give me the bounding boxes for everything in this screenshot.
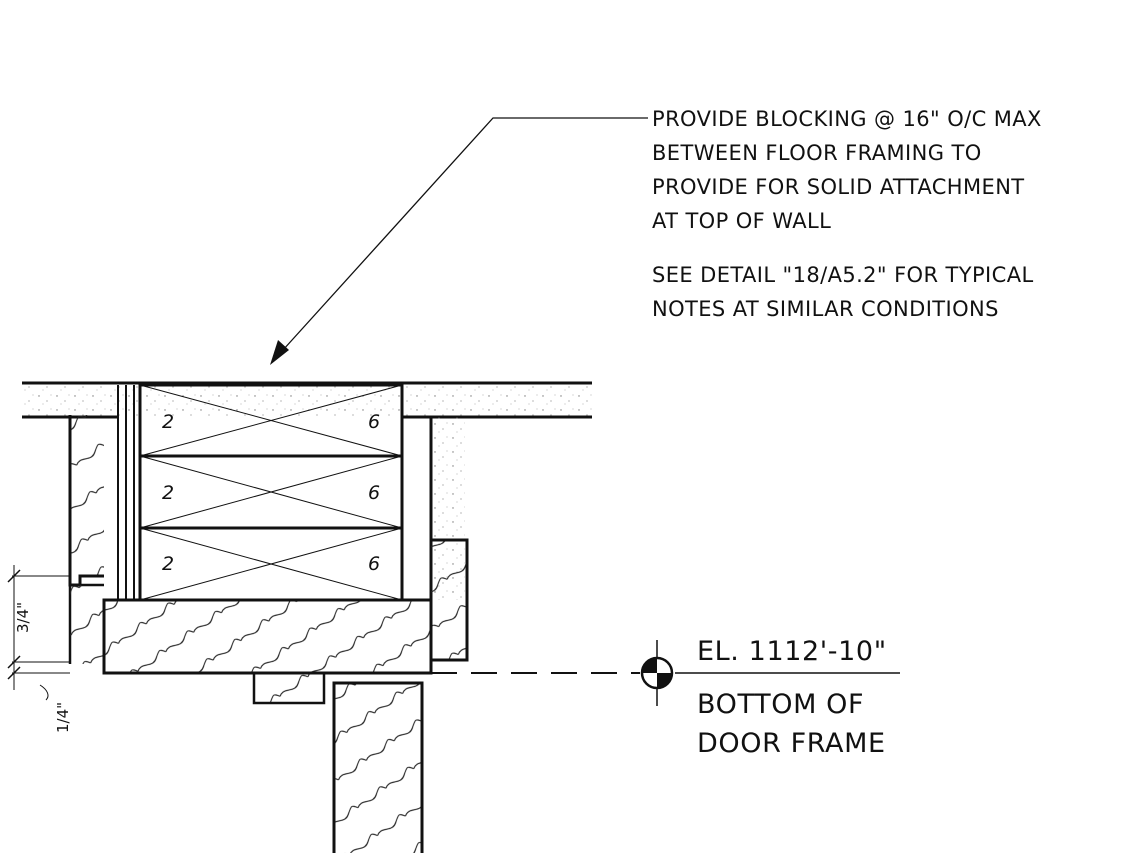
ply-1-right: 6 bbox=[368, 411, 380, 433]
floor-slab bbox=[22, 381, 592, 419]
door-stop bbox=[252, 671, 326, 705]
reference-note: SEE DETAIL "18/A5.2" FOR TYPICAL NOTES A… bbox=[652, 263, 1034, 321]
elevation-value: EL. 1112'-10" bbox=[697, 636, 887, 667]
note2-line2: NOTES AT SIMILAR CONDITIONS bbox=[652, 297, 999, 321]
ply-labels: 2 6 2 6 2 6 bbox=[162, 411, 380, 575]
dimension-upper: 3/4" bbox=[14, 602, 32, 633]
note1-line4: AT TOP OF WALL bbox=[652, 209, 831, 233]
right-trim bbox=[431, 538, 469, 662]
dimension-string: 3/4" 1/4" bbox=[7, 565, 72, 733]
ply-1-left: 2 bbox=[162, 411, 174, 433]
ply-2-right: 6 bbox=[368, 482, 380, 504]
ply-3-right: 6 bbox=[368, 553, 380, 575]
left-casing bbox=[68, 415, 104, 664]
note2-line1: SEE DETAIL "18/A5.2" FOR TYPICAL bbox=[652, 263, 1034, 287]
elevation-datum bbox=[431, 640, 900, 706]
head-jamb bbox=[102, 598, 433, 675]
note1-line3: PROVIDE FOR SOLID ATTACHMENT bbox=[652, 175, 1025, 199]
note1-line1: PROVIDE BLOCKING @ 16" O/C MAX bbox=[652, 107, 1042, 131]
elevation-desc-line2: DOOR FRAME bbox=[697, 728, 886, 759]
dimension-lower: 1/4" bbox=[54, 702, 72, 733]
blocking-note: PROVIDE BLOCKING @ 16" O/C MAX BETWEEN F… bbox=[652, 107, 1042, 233]
elevation-label: EL. 1112'-10" BOTTOM OF DOOR FRAME bbox=[697, 636, 887, 759]
ply-2-left: 2 bbox=[162, 482, 174, 504]
note1-line2: BETWEEN FLOOR FRAMING TO bbox=[652, 141, 982, 165]
jamb-lines bbox=[117, 385, 135, 600]
note-leader bbox=[270, 117, 648, 365]
elevation-desc-line1: BOTTOM OF bbox=[697, 689, 864, 720]
header-blocking bbox=[138, 383, 404, 602]
door-slab bbox=[332, 681, 424, 853]
ply-3-left: 2 bbox=[162, 553, 174, 575]
